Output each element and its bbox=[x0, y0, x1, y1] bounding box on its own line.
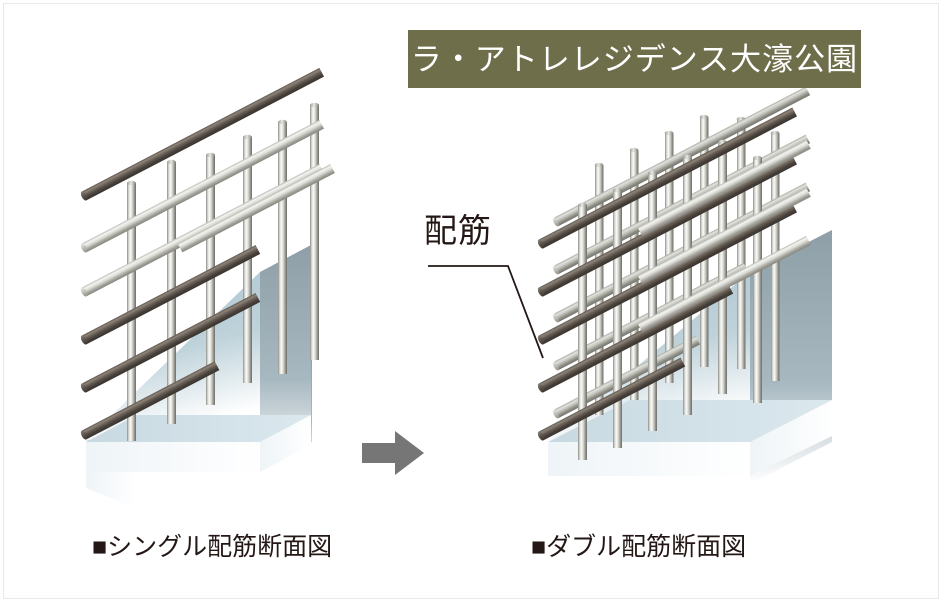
title-text: ラ・アトレレジデンス大濠公園 bbox=[410, 41, 859, 77]
right-arrow bbox=[362, 431, 424, 475]
horizontal-rebar-front-left bbox=[177, 164, 335, 253]
vertical-rebar bbox=[718, 139, 727, 394]
horizontal-rebar bbox=[80, 67, 325, 201]
vertical-rebar bbox=[594, 162, 604, 415]
horizontal-rebar bbox=[637, 235, 811, 333]
horizontal-rebar-group-front-right bbox=[537, 107, 797, 441]
horizontal-rebar bbox=[80, 293, 261, 393]
horizontal-rebar bbox=[177, 164, 335, 253]
vertical-rebar bbox=[206, 152, 215, 405]
vertical-rebar bbox=[278, 119, 287, 374]
horizontal-rebar bbox=[537, 155, 797, 297]
horizontal-rebar bbox=[80, 361, 220, 440]
wall-base-left bbox=[86, 415, 311, 472]
horizontal-rebar bbox=[637, 139, 811, 237]
horizontal-rebar bbox=[80, 245, 261, 345]
caption-double-rebar: ■ダブル配筋断面図 bbox=[531, 534, 747, 561]
horizontal-rebar bbox=[537, 107, 797, 249]
callout-label: 配筋 bbox=[424, 214, 492, 250]
horizontal-rebar bbox=[537, 203, 797, 345]
horizontal-rebar bbox=[637, 187, 811, 285]
horizontal-rebar bbox=[537, 357, 686, 441]
double-rebar-diagram bbox=[537, 86, 832, 484]
vertical-rebar bbox=[648, 170, 657, 431]
vertical-rebar bbox=[578, 202, 587, 460]
vertical-rebar bbox=[613, 187, 622, 448]
caption-single-rebar: ■シングル配筋断面図 bbox=[92, 534, 333, 561]
horizontal-rebar-upper-right bbox=[637, 139, 811, 333]
single-rebar-diagram bbox=[80, 67, 335, 508]
vertical-rebar bbox=[683, 154, 692, 415]
horizontal-rebar-group-left bbox=[80, 67, 325, 440]
vertical-rebar bbox=[310, 102, 319, 360]
horizontal-rebar bbox=[80, 163, 325, 297]
vertical-rebar-group-front-right bbox=[578, 139, 762, 460]
callout-leader-line bbox=[428, 265, 544, 359]
horizontal-rebar bbox=[552, 335, 701, 419]
title-banner: ラ・アトレレジデンス大濠公園 bbox=[408, 30, 861, 88]
horizontal-rebar bbox=[80, 119, 325, 253]
vertical-rebar bbox=[753, 155, 762, 403]
horizontal-rebar bbox=[537, 284, 734, 393]
